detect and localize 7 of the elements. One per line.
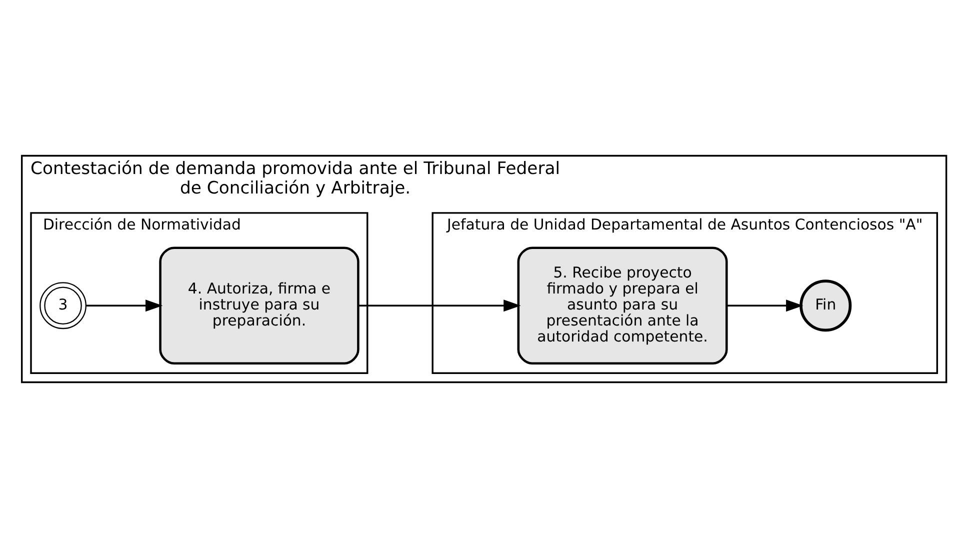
node-circle: Fin [800, 279, 852, 332]
node-circle: 3 [40, 282, 86, 329]
arrow [726, 299, 804, 312]
arrow [86, 299, 163, 312]
arrow [358, 299, 521, 312]
node-box: 4. Autoriza, firma e instruye para su preparación. [159, 246, 360, 364]
node-box: 5. Recibe proyecto firmado y prepara el asunto para su presentación ante la autoridad competente. [517, 246, 728, 364]
